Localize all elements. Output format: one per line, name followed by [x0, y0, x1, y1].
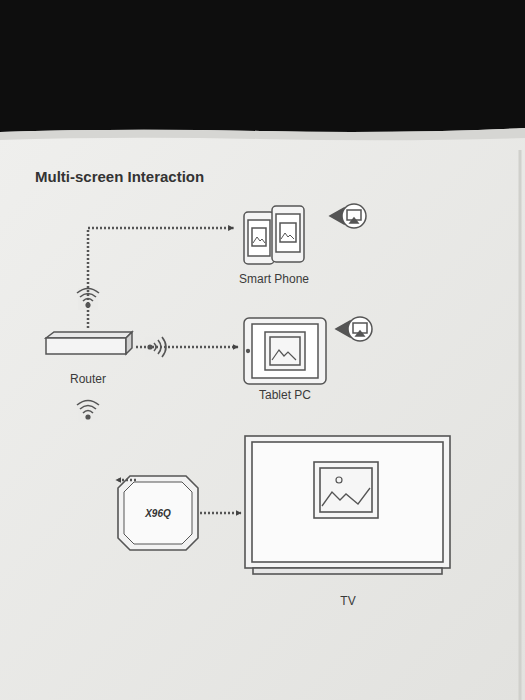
router-node: Router	[42, 328, 134, 386]
smart-phone-node: Smart Phone	[234, 202, 315, 286]
dotted-connector	[116, 479, 136, 482]
wifi-icon	[77, 400, 99, 422]
router-icon	[46, 332, 132, 354]
dotted-connector	[200, 512, 241, 515]
device-label: Router	[42, 372, 134, 386]
dotted-connector	[88, 228, 234, 328]
tv-node: TV	[243, 432, 453, 608]
screen-cast-icon	[330, 204, 366, 228]
diagram-title: Multi-screen Interaction	[35, 168, 204, 185]
screen-cast-icon	[336, 317, 372, 341]
device-label: Smart Phone	[234, 272, 315, 286]
dotted-connector	[136, 346, 238, 349]
tablet-node: Tablet PC	[240, 314, 330, 402]
tv-box-icon	[118, 476, 198, 550]
device-brand-text: X96Q	[118, 508, 198, 519]
fold-shadow	[519, 150, 522, 700]
paper-sheet	[0, 128, 525, 700]
tablet-icon	[244, 318, 326, 384]
tv-icon	[245, 436, 450, 574]
smart-phone-icon	[244, 206, 304, 264]
device-label: Tablet PC	[240, 388, 330, 402]
device-label: TV	[243, 594, 453, 608]
tv-box-node: X96Q	[118, 476, 198, 550]
paper-curl	[0, 128, 525, 140]
